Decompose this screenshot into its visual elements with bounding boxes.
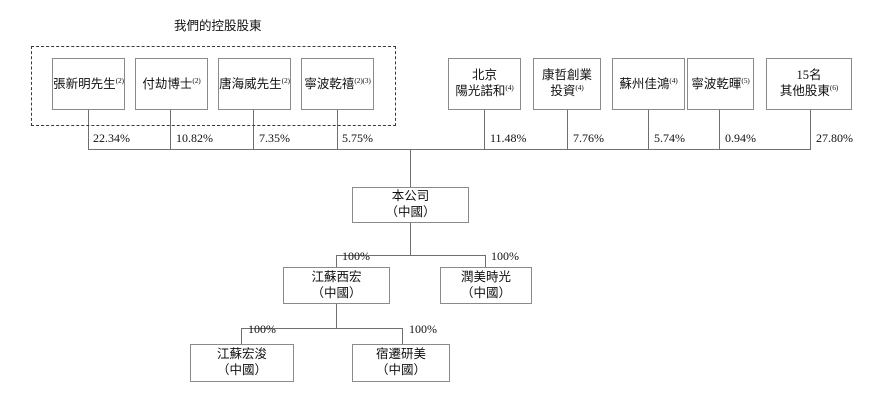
shareholder-box-ningbo-qianhui[interactable]: 寧波乾暉(5): [687, 58, 754, 110]
ownership-pct-jiangsu-hongjun: 100%: [248, 322, 276, 336]
shareholder-box-beijing-yangguang-nuohe[interactable]: 北京 陽光諾和(4): [448, 58, 521, 110]
shareholder-name: 張新明先生(2): [53, 75, 124, 91]
ownership-pct-tang-haiwei: 7.35%: [259, 131, 290, 145]
ownership-pct-ningbo-qianhui: 0.94%: [725, 131, 756, 145]
subsidiary-box-runmei-shiguang[interactable]: 潤美時光 （中國）: [440, 267, 532, 304]
ownership-pct-other-shareholders: 27.80%: [816, 131, 853, 145]
controlling-shareholders-title: 我們的控股股東: [174, 19, 262, 33]
ownership-pct-zhang-xinming: 22.34%: [93, 131, 130, 145]
shareholder-name: 蘇州佳鴻(4): [619, 75, 678, 91]
shareholder-name: 寧波乾暉(5): [691, 75, 750, 91]
subsidiary-name: 潤美時光: [460, 269, 511, 284]
ownership-pct-suqian-yanmei: 100%: [409, 322, 437, 336]
ownership-pct-ningbo-qianxi: 5.75%: [342, 131, 373, 145]
subsidiary-box-suqian-yanmei[interactable]: 宿遷研美 （中國）: [352, 344, 450, 382]
subsidiary-name: 宿遷研美: [375, 347, 426, 362]
shareholder-box-ningbo-qianxi[interactable]: 寧波乾禧(2)(3): [301, 58, 374, 110]
shareholder-box-other-shareholders[interactable]: 15名 其他股東(6): [766, 58, 852, 110]
company-name: 本公司: [391, 189, 430, 204]
subsidiary-name: 江蘇宏浚: [216, 347, 267, 362]
ownership-pct-runmei-shiguang: 100%: [491, 249, 519, 263]
shareholder-name: 康哲創業: [541, 67, 592, 82]
ownership-pct-jiangsu-xihong: 100%: [342, 249, 370, 263]
subsidiary-name: 江蘇西宏: [311, 269, 362, 284]
shareholder-box-zhang-xinming[interactable]: 張新明先生(2): [52, 58, 125, 110]
subsidiary-jurisdiction: （中國）: [311, 285, 362, 300]
company-jurisdiction: （中國）: [385, 205, 436, 219]
ownership-pct-beijing-yangguang-nuohe: 11.48%: [490, 131, 527, 145]
shareholder-name: 寧波乾禧(2)(3): [304, 75, 371, 91]
shareholder-name: 唐海威先生(2): [219, 75, 290, 91]
shareholder-name: 付劫博士(2): [142, 75, 201, 91]
shareholder-box-fu-jie[interactable]: 付劫博士(2): [135, 58, 208, 110]
shareholder-box-tang-haiwei[interactable]: 唐海威先生(2): [218, 58, 291, 110]
subsidiary-jurisdiction: （中國）: [375, 363, 426, 377]
subsidiary-box-jiangsu-xihong[interactable]: 江蘇西宏 （中國）: [283, 267, 390, 304]
shareholder-name: 北京: [471, 67, 497, 82]
shareholder-name-line2: 陽光諾和(4): [455, 83, 514, 99]
shareholder-name: 15名: [796, 67, 822, 82]
ownership-pct-kangzhe-chuangye-touzi: 7.76%: [573, 131, 604, 145]
shareholder-name-line2: 投資(4): [550, 83, 584, 99]
subsidiary-jurisdiction: （中國）: [216, 363, 267, 377]
shareholder-name-line2: 其他股東(6): [779, 83, 839, 99]
subsidiary-box-jiangsu-hongjun[interactable]: 江蘇宏浚 （中國）: [190, 344, 294, 382]
shareholder-box-kangzhe-chuangye-touzi[interactable]: 康哲創業 投資(4): [533, 58, 601, 110]
ownership-pct-suzhou-jiahong: 5.74%: [654, 131, 685, 145]
controlling-shareholders-group: [31, 46, 396, 126]
subsidiary-jurisdiction: （中國）: [460, 285, 511, 300]
ownership-pct-fu-jie: 10.82%: [176, 131, 213, 145]
company-box[interactable]: 本公司 （中國）: [352, 187, 469, 223]
shareholder-box-suzhou-jiahong[interactable]: 蘇州佳鴻(4): [612, 58, 685, 110]
